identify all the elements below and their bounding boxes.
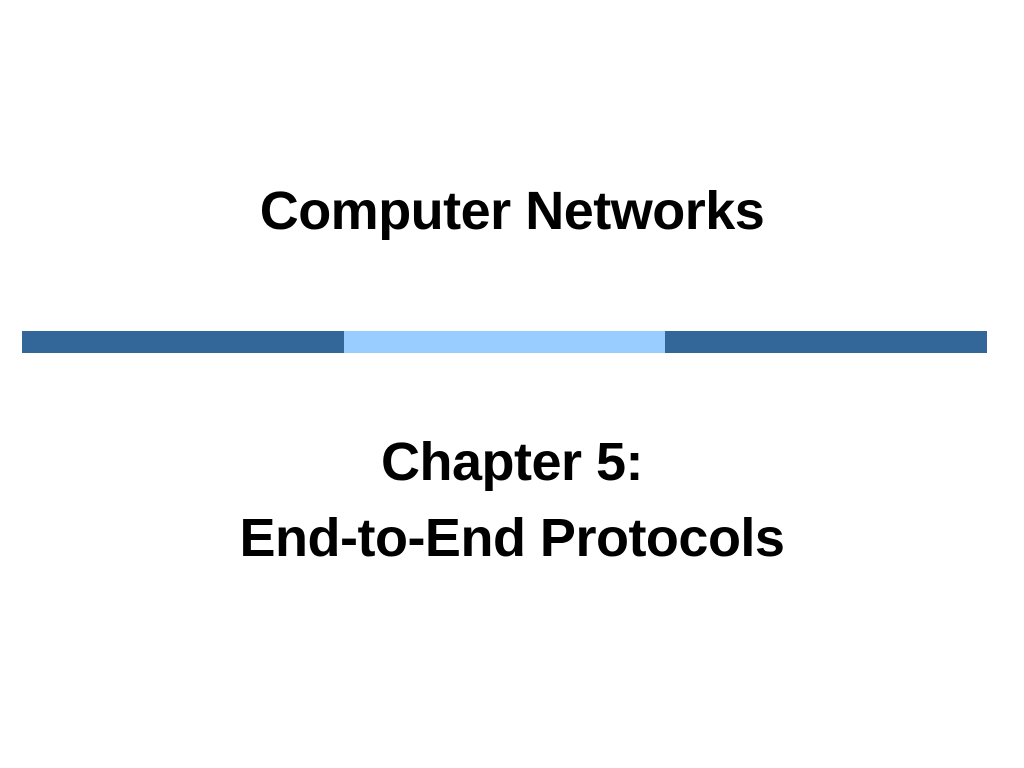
divider-segment-middle: [343, 331, 666, 353]
slide-title: Computer Networks: [259, 181, 765, 241]
slide-subtitle: Chapter 5: End-to-End Protocols: [0, 424, 1024, 576]
subtitle-topic: End-to-End Protocols: [239, 508, 785, 568]
divider-segment-right: [665, 331, 988, 353]
divider-bar: [22, 331, 988, 353]
divider-segment-left: [22, 331, 344, 353]
subtitle-chapter: Chapter 5:: [380, 432, 644, 492]
